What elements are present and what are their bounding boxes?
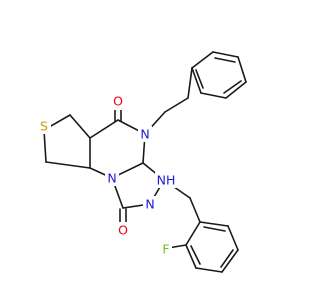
bond xyxy=(220,249,234,268)
atom-label-nitrogen-middle: N xyxy=(107,171,116,186)
bond xyxy=(199,221,229,227)
atom-label-nh: NH xyxy=(157,173,176,188)
atom-label-sulfur: S xyxy=(40,119,48,134)
bond xyxy=(43,129,47,163)
bond xyxy=(195,69,204,89)
atom-label-fluorine: F xyxy=(162,242,169,257)
bond xyxy=(185,244,197,269)
bond xyxy=(187,67,193,99)
atom-label-nitrogen-lower: N xyxy=(145,197,154,212)
bond xyxy=(191,51,214,69)
bond xyxy=(227,225,239,251)
bond xyxy=(164,97,189,113)
bond xyxy=(214,57,236,63)
bond xyxy=(191,67,202,94)
bond xyxy=(237,56,247,83)
atom-label-nitrogen-upper: N xyxy=(140,127,149,142)
atom-label-oxygen-bottom: O xyxy=(118,223,128,238)
bond xyxy=(195,267,223,273)
atom-label-oxygen-top: O xyxy=(113,94,123,109)
bond xyxy=(223,80,242,94)
bond xyxy=(190,245,201,265)
bond xyxy=(200,92,227,99)
bond xyxy=(45,161,91,169)
bond xyxy=(89,119,119,139)
structure-diagram: S O N N NH N O F xyxy=(40,51,247,273)
bond xyxy=(203,226,226,232)
bond xyxy=(221,249,239,273)
molecule-drawing: S O N N NH N O F xyxy=(40,51,247,273)
bond xyxy=(225,81,247,99)
bond xyxy=(69,114,91,139)
bond xyxy=(189,197,201,223)
bond xyxy=(212,51,239,58)
bond xyxy=(185,221,201,246)
